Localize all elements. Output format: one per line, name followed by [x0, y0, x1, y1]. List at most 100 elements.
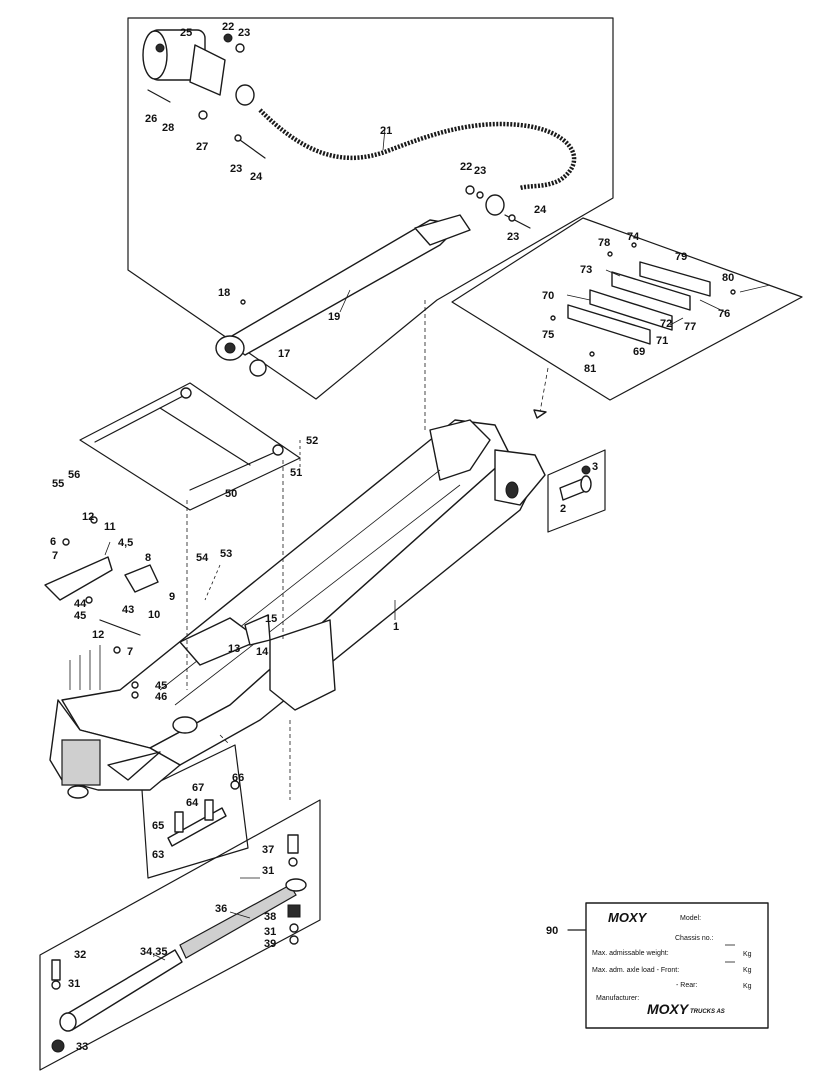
callout-45a: 45 [74, 610, 86, 622]
callout-27: 27 [196, 141, 208, 153]
plate-max-weight: Max. admissable weight: [592, 950, 669, 957]
callout-8: 8 [145, 552, 151, 564]
dashed-leaders [186, 300, 426, 800]
callout-leaders [104, 127, 771, 961]
callout-33: 33 [76, 1041, 88, 1053]
callout-12b: 12 [92, 629, 104, 641]
callout-43: 43 [122, 604, 134, 616]
callout-71: 71 [656, 335, 668, 347]
callout-34-35: 34,35 [140, 946, 168, 958]
callout-10: 10 [148, 609, 160, 621]
callout-15: 15 [265, 613, 277, 625]
callout-25: 25 [180, 27, 192, 39]
callout-81: 81 [584, 363, 596, 375]
callout-64: 64 [186, 797, 199, 809]
callout-65: 65 [152, 820, 164, 832]
callout-4-5: 4,5 [118, 537, 133, 549]
callout-14: 14 [256, 646, 269, 658]
callout-74: 74 [627, 231, 640, 243]
callout-50: 50 [225, 488, 237, 500]
callout-13: 13 [228, 643, 240, 655]
callout-23b: 23 [230, 163, 242, 175]
latch-part [167, 780, 240, 847]
callout-80: 80 [722, 272, 734, 284]
detail-box-bushing [547, 449, 606, 533]
bushing-part [559, 465, 592, 501]
cable-part [234, 84, 577, 229]
tierod-part [51, 834, 307, 1053]
callout-72: 72 [660, 318, 672, 330]
callout-6: 6 [50, 536, 56, 548]
callout-90: 90 [546, 925, 558, 937]
callout-75: 75 [542, 329, 554, 341]
callout-52: 52 [306, 435, 318, 447]
crossbar-part [94, 387, 284, 491]
callout-9: 9 [169, 591, 175, 603]
callout-38: 38 [264, 911, 276, 923]
callout-24b: 24 [534, 204, 547, 216]
plate-axle-front: Max. adm. axle load - Front: [592, 967, 679, 974]
plate-logo: MOXY [608, 910, 648, 925]
plate-kg-2: Kg [743, 967, 752, 974]
callout-28: 28 [162, 122, 174, 134]
callout-36: 36 [215, 903, 227, 915]
callout-31b: 31 [264, 926, 276, 938]
callout-77: 77 [684, 321, 696, 333]
callout-labels: 1 2 3 4,5 6 7 7 8 9 10 11 12 12 13 14 15… [50, 21, 734, 1053]
callout-12a: 12 [82, 511, 94, 523]
callout-31c: 31 [68, 978, 80, 990]
callout-78: 78 [598, 237, 610, 249]
callout-18: 18 [218, 287, 230, 299]
plate-maker-suffix: TRUCKS AS [690, 1009, 725, 1015]
callout-11: 11 [104, 521, 116, 533]
callout-63: 63 [152, 849, 164, 861]
callout-79: 79 [675, 251, 687, 263]
callout-51: 51 [290, 467, 302, 479]
nameplate: MOXY Model: Chassis no.: Max. admissable… [567, 902, 769, 1029]
callout-2: 2 [560, 503, 566, 515]
plate-kg-3: Kg [743, 983, 752, 990]
motor-part [142, 29, 245, 120]
callout-21: 21 [380, 125, 392, 137]
plate-chassis: Chassis no.: [675, 935, 714, 942]
callout-31a: 31 [262, 865, 274, 877]
callout-17: 17 [278, 348, 290, 360]
bracket-plates [550, 242, 736, 357]
callout-45b: 45 [155, 680, 167, 692]
callout-73: 73 [580, 264, 592, 276]
detail-box-latch [141, 744, 249, 879]
callout-23d: 23 [507, 231, 519, 243]
callout-46: 46 [155, 691, 167, 703]
plate-model: Model: [680, 915, 701, 922]
plate-manufacturer: Manufacturer: [596, 995, 639, 1002]
callout-55: 55 [52, 478, 64, 490]
callout-39: 39 [264, 938, 276, 950]
plate-axle-rear: - Rear: [676, 982, 697, 989]
callout-32: 32 [74, 949, 86, 961]
callout-7a: 7 [52, 550, 58, 562]
chassis-frame [49, 419, 546, 799]
callout-37: 37 [262, 844, 274, 856]
callout-7b: 7 [127, 646, 133, 658]
callout-24a: 24 [250, 171, 263, 183]
callout-76: 76 [718, 308, 730, 320]
callout-22a: 22 [222, 21, 234, 33]
front-brackets [44, 516, 159, 699]
detail-box-bracket-assembly [451, 217, 803, 419]
callout-56: 56 [68, 469, 80, 481]
callout-26: 26 [145, 113, 157, 125]
callout-23c: 23 [474, 165, 486, 177]
lever-part [215, 214, 471, 377]
callout-23a: 23 [238, 27, 250, 39]
callout-44: 44 [74, 598, 87, 610]
plate-kg-1: Kg [743, 951, 752, 958]
plate-maker-logo: MOXY [647, 1001, 690, 1017]
callout-53: 53 [220, 548, 232, 560]
callout-69: 69 [633, 346, 645, 358]
detail-box-cable-assembly [127, 17, 614, 400]
callout-19: 19 [328, 311, 340, 323]
callout-70: 70 [542, 290, 554, 302]
detail-box-tierod [39, 799, 321, 1071]
callout-67: 67 [192, 782, 204, 794]
